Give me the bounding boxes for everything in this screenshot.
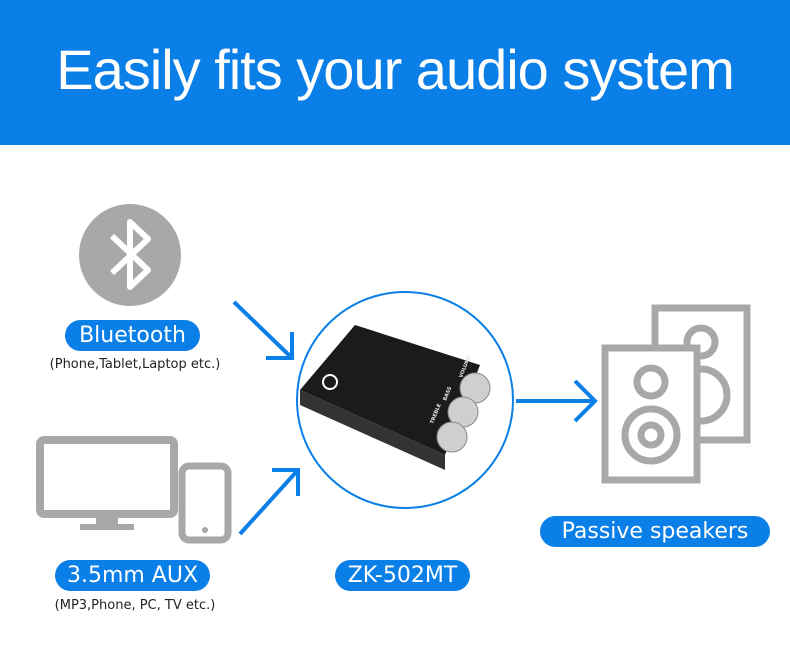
phone-icon	[178, 462, 232, 544]
speakers-icon	[601, 304, 751, 484]
monitor-icon	[36, 436, 178, 530]
header-banner: Easily fits your audio system	[0, 0, 790, 145]
arrow-icon	[232, 300, 598, 536]
device-label: ZK-502MT	[335, 560, 470, 591]
aux-label: 3.5mm AUX	[55, 560, 210, 591]
bluetooth-label: Bluetooth	[65, 320, 200, 351]
board-label-bass: BASS	[442, 386, 453, 402]
aux-detail: (MP3,Phone, PC, TV etc.)	[54, 598, 216, 613]
page-title: Easily fits your audio system	[56, 38, 734, 101]
speakers-label: Passive speakers	[540, 516, 770, 547]
bluetooth-icon	[79, 204, 181, 306]
amplifier-board-image: TREBLE BASS VOLUME	[296, 291, 514, 509]
bluetooth-detail: (Phone,Tablet,Laptop etc.)	[49, 357, 221, 372]
